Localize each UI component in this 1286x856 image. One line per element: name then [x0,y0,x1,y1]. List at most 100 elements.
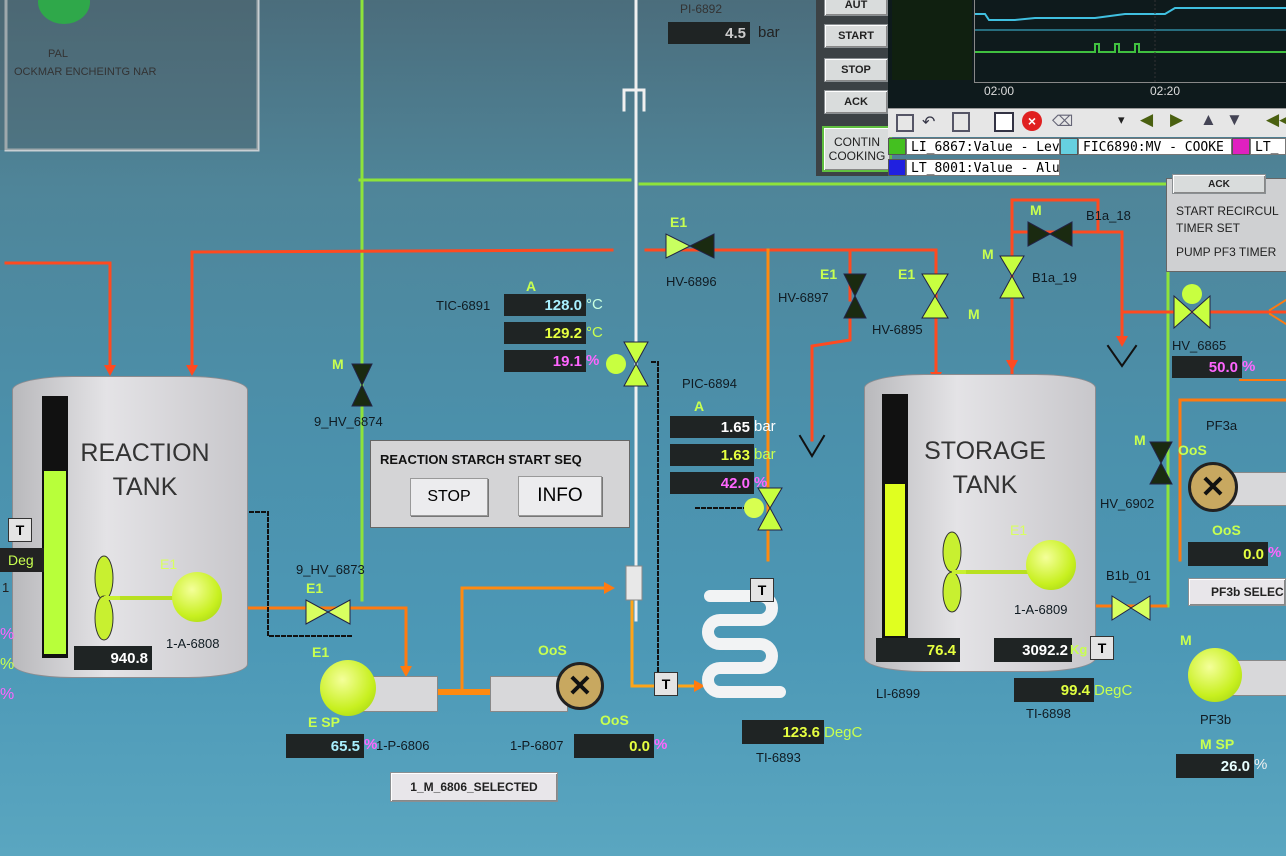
top-left-sublabel: OCKMAR ENCHEINTG NAR [14,66,157,78]
tic-pv: 129.2 [504,322,586,344]
pf3a-tag: PF3a [1206,418,1238,433]
legend-item-1[interactable]: LI_6867:Value - Leve [906,138,1060,155]
pic-mode: A [694,398,705,414]
undo-icon[interactable]: ↶ [922,114,936,131]
print-icon[interactable] [994,112,1014,132]
hv6895-e: E1 [898,266,916,282]
pf3b-mode: M [1180,632,1192,648]
reaction-tank-level-value: 940.8 [74,646,152,670]
legend-item-2[interactable]: FIC6890:MV - COOKE [1078,138,1232,155]
pic-setpoint[interactable]: 1.65 [670,416,754,438]
tic-output[interactable]: 19.1 [504,350,586,372]
top-left-panel [0,0,258,150]
clear-icon[interactable]: ⌫ [1052,113,1074,130]
pf3b-select-button[interactable]: PF3b SELEC [1188,578,1286,606]
stop-button[interactable]: STOP [824,58,888,82]
ti6893-t-button[interactable]: T [750,578,774,602]
pump-6806-speed[interactable]: 65.5 [286,734,364,758]
ack2-button[interactable]: ACK [1172,174,1266,194]
hv6865-tag[interactable]: HV_6865 [1172,338,1227,353]
pic-pv-unit: bar [754,446,776,463]
recirc-label-2: TIMER SET [1176,221,1241,235]
reaction-deg-label: Deg [8,552,34,568]
tic-mode: A [526,278,537,294]
legend-item-4[interactable]: LT_8001:Value - Alu [906,159,1060,176]
storage-tank-level-fill [885,484,905,636]
delete-icon[interactable]: × [1022,111,1042,131]
pump-6806-selected-button[interactable]: 1_M_6806_SELECTED [390,772,558,802]
hv6874-tag[interactable]: 9_HV_6874 [314,414,383,429]
reaction-agitator-icon [94,555,132,641]
pump-6807-oos: OoS [538,642,567,658]
m-label-storage: M [968,306,980,322]
pump-6806-tag: 1-P-6806 [376,738,430,753]
recirc-label-1: START RECIRCUL [1176,204,1279,218]
pump-6807-unit: % [654,736,668,753]
ti6893-tag: TI-6893 [756,750,801,765]
recirc-label-3: PUMP PF3 TIMER [1176,245,1277,259]
start-button[interactable]: START [824,24,888,48]
pump-6807-stopped-icon[interactable]: ✕ [556,662,604,710]
hv6873-e: E1 [306,580,324,596]
tic-setpoint[interactable]: 128.0 [504,294,586,316]
continue-cooking-button[interactable]: CONTIN COOKING [822,126,892,172]
b1b01-tag[interactable]: B1b_01 [1106,568,1151,583]
reaction-side-pct-3: % [0,686,15,703]
b1a19-tag[interactable]: B1a_19 [1032,270,1077,285]
hv6896-tag[interactable]: HV-6896 [666,274,717,289]
pump-6806-sp-label: E SP [308,714,340,730]
ti6893-unit: DegC [824,724,863,741]
pump-6806-motor[interactable] [320,660,376,716]
top-left-label: PAL [48,48,68,60]
pf3a-oos2: OoS [1212,522,1241,538]
pump-6807-speed: 0.0 [574,734,654,758]
hv6902-tag[interactable]: HV_6902 [1100,496,1155,511]
storage-temp-button[interactable]: T [1090,636,1114,660]
storage-agitator-icon [942,531,980,613]
storage-agitator-shaft [966,570,1030,574]
pic-output[interactable]: 42.0 [670,472,754,494]
hv6897-e: E1 [820,266,838,282]
hv6897-tag[interactable]: HV-6897 [778,290,829,305]
storage-agitator-e: E1 [1010,522,1028,538]
ack-button[interactable]: ACK [824,90,888,114]
trend-legend-row-2: LT_8001:Value - Alu [888,159,1060,176]
copy-icon[interactable] [952,112,970,132]
storage-ti-tag: TI-6898 [1026,706,1071,721]
rewind-icon[interactable]: ◀◀ [1266,110,1286,129]
pf3a-stopped-icon[interactable]: ✕ [1188,462,1238,512]
pf3b-speed[interactable]: 26.0 [1176,754,1254,778]
down-icon[interactable]: ▼ [1226,110,1243,129]
legend-swatch-3 [1232,138,1250,155]
trend-plot [974,0,1286,83]
up-icon[interactable]: ▲ [1200,110,1217,129]
hv6865-output[interactable]: 50.0 [1172,356,1242,378]
prev-icon[interactable]: ◀ [1140,110,1154,129]
sequence-info-button[interactable]: INFO [518,476,602,516]
hv6895-tag[interactable]: HV-6895 [872,322,923,337]
b1a18-tag[interactable]: B1a_18 [1086,208,1131,223]
reaction-tank-level-fill [44,471,66,654]
hv6873-tag[interactable]: 9_HV_6873 [296,562,365,577]
pf3b-motor[interactable] [1188,648,1242,702]
storage-tank-weight-value: 3092.2 [994,638,1072,662]
legend-item-3[interactable]: LT_ [1250,138,1286,155]
storage-tank-level-value: 76.4 [876,638,960,662]
pf3b-tag: PF3b [1200,712,1232,727]
b1a19-mode: M [982,246,994,262]
dropdown-icon[interactable]: ▾ [1118,112,1125,127]
auto-button[interactable]: AUT [824,0,888,16]
reaction-temp-button[interactable]: T [8,518,32,542]
reaction-tank-title-1: REACTION [80,439,210,467]
save-icon[interactable] [896,114,914,132]
sequence-stop-button[interactable]: STOP [410,478,488,516]
pump-6806-unit: % [364,736,378,753]
pf3b-sp-label: M SP [1200,736,1235,752]
next-icon[interactable]: ▶ [1170,110,1184,129]
storage-li-tag: LI-6899 [876,686,921,701]
steam-t-button[interactable]: T [654,672,678,696]
tic-tag: TIC-6891 [436,298,491,313]
storage-agitator-motor[interactable] [1026,540,1076,590]
tic-sp-unit: °C [586,296,603,313]
reaction-agitator-motor[interactable] [172,572,222,622]
